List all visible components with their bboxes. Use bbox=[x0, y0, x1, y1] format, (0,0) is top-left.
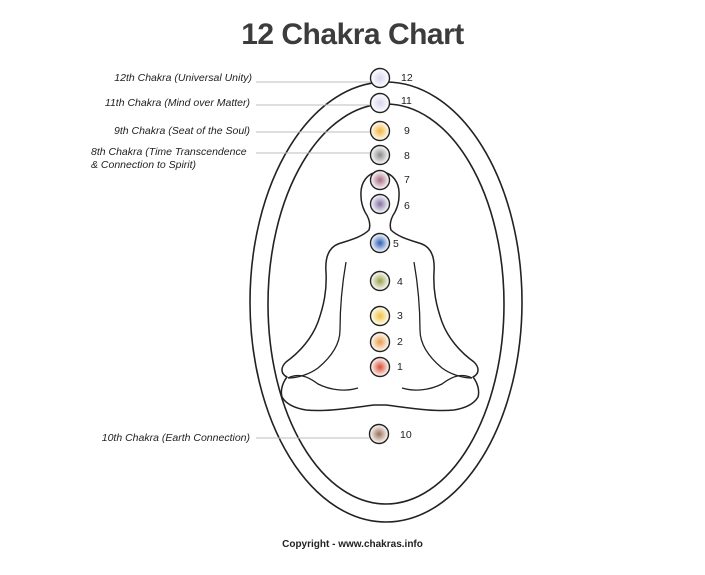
chakra-4-circle bbox=[369, 270, 391, 292]
chakra-4-number: 4 bbox=[397, 276, 403, 288]
chakra-7-number: 7 bbox=[404, 174, 410, 186]
chakra-3-number: 3 bbox=[397, 310, 403, 322]
chakra-1-number: 1 bbox=[397, 361, 403, 373]
chakra-8-label-line2: & Connection to Spirit) bbox=[91, 159, 196, 171]
right-arm-line bbox=[413, 261, 473, 379]
chakra-9-number: 9 bbox=[404, 125, 410, 137]
chakra-9-circle bbox=[369, 120, 391, 142]
chakra-8-number: 8 bbox=[404, 150, 410, 162]
chakra-10-label: 10th Chakra (Earth Connection) bbox=[102, 432, 250, 444]
chakra-12-circle bbox=[369, 67, 391, 89]
chakra-8-label-line1: 8th Chakra (Time Transcendence bbox=[91, 146, 247, 158]
chakra-5-circle bbox=[369, 232, 391, 254]
right-hand-line bbox=[401, 374, 473, 391]
chakra-1-circle bbox=[369, 356, 391, 378]
chakra-10-number: 10 bbox=[400, 429, 412, 441]
chakra-7-circle bbox=[369, 169, 391, 191]
chakra-12-number: 12 bbox=[401, 72, 413, 84]
chakra-11-number: 11 bbox=[401, 95, 412, 107]
chakra-12-label: 12th Chakra (Universal Unity) bbox=[114, 72, 252, 84]
chakra-10-circle bbox=[368, 423, 390, 445]
chakra-11-label: 11th Chakra (Mind over Matter) bbox=[105, 97, 250, 109]
chakra-9-label: 9th Chakra (Seat of the Soul) bbox=[114, 125, 250, 137]
chakra-5-number: 5 bbox=[393, 238, 399, 250]
chakra-3-circle bbox=[369, 305, 391, 327]
chakra-2-circle bbox=[369, 331, 391, 353]
copyright-text: Copyright - www.chakras.info bbox=[282, 539, 423, 550]
chakra-circles bbox=[368, 67, 391, 445]
label-leader-lines bbox=[256, 81, 370, 439]
meditating-figure-outline bbox=[280, 171, 480, 412]
chakra-2-number: 2 bbox=[397, 336, 403, 348]
page-title: 12 Chakra Chart bbox=[241, 18, 464, 51]
left-arm-line bbox=[287, 261, 347, 379]
chakra-11-circle bbox=[369, 92, 391, 114]
chakra-6-number: 6 bbox=[404, 200, 410, 212]
left-hand-line bbox=[287, 374, 359, 391]
chakra-6-circle bbox=[369, 193, 391, 215]
chakra-8-circle bbox=[369, 144, 391, 166]
